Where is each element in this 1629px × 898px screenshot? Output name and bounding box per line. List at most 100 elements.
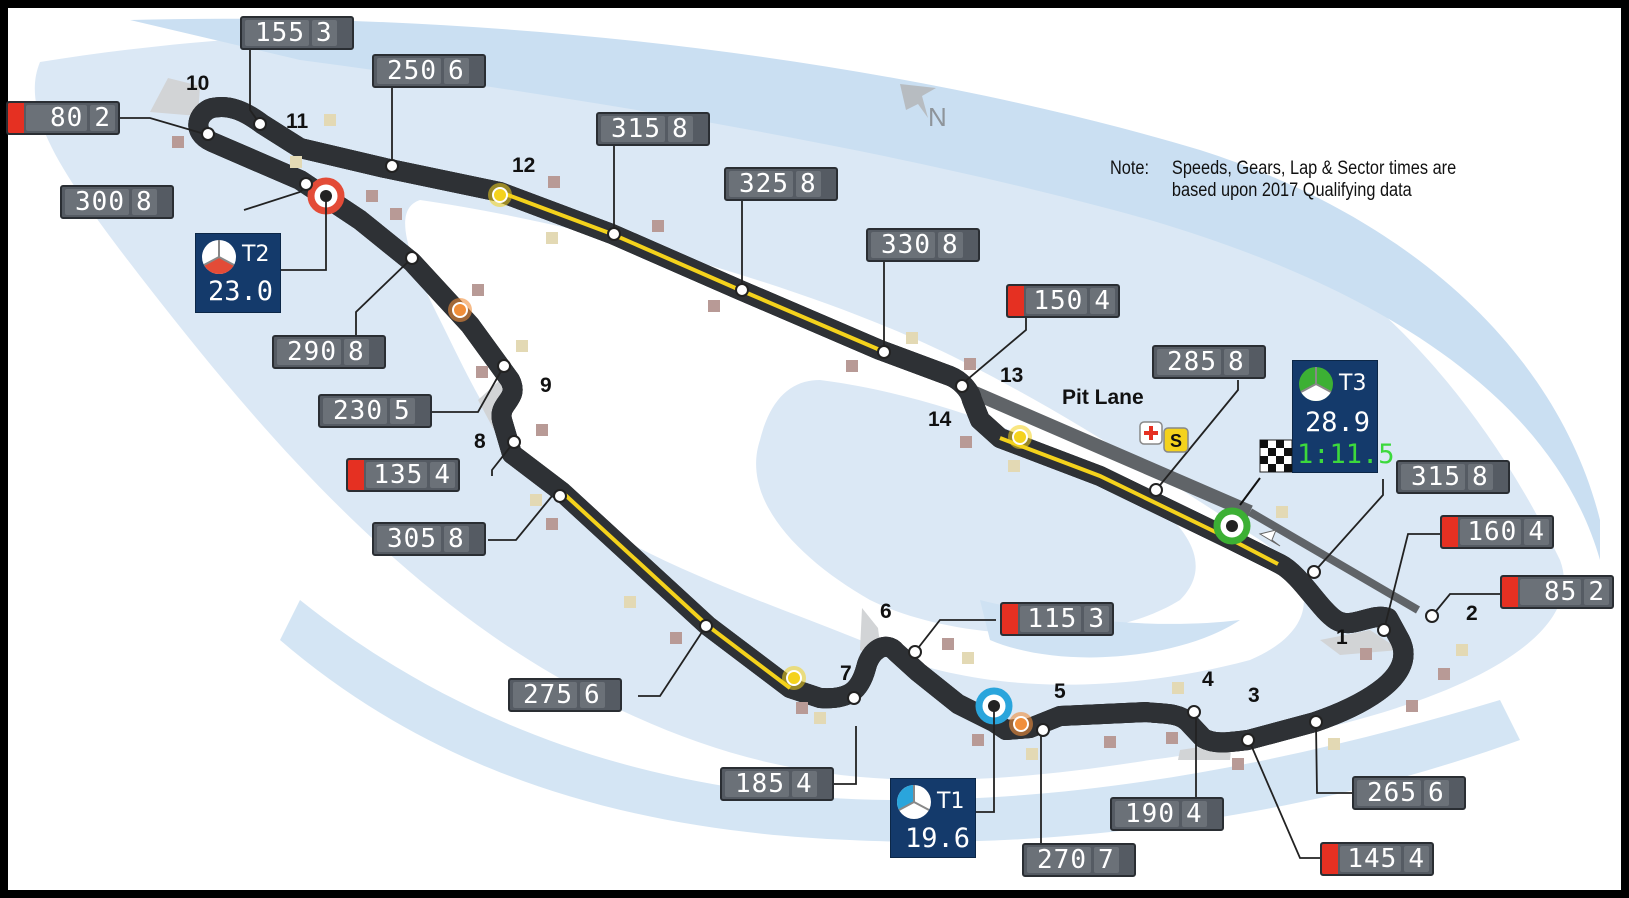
- speed-value: 300: [65, 189, 129, 215]
- speed-value: 330: [871, 232, 935, 258]
- braking-zone-indicator: [1008, 286, 1024, 316]
- speed-value: 85: [1520, 579, 1582, 605]
- pit-lane: [965, 383, 1253, 519]
- turn-2-label: 2: [1466, 602, 1478, 625]
- turn-5-label: 5: [1054, 680, 1066, 703]
- gear-value: 7: [1094, 847, 1119, 873]
- gear-value: 8: [668, 116, 693, 142]
- safety-car-icon: S: [1163, 427, 1189, 453]
- gear-value: 4: [792, 771, 817, 797]
- speed-value: 250: [377, 58, 441, 84]
- note-text-line2: based upon 2017 Qualifying data: [1171, 180, 1412, 201]
- turn-11-label: 11: [286, 110, 309, 133]
- turn-1-label: 1: [1336, 626, 1348, 649]
- gear-value: 2: [90, 105, 115, 131]
- sector-2-label: T2: [242, 242, 270, 267]
- gear-value: 8: [796, 171, 821, 197]
- turn-numbers: 1 2 3 4 5 6 7 8 9 10 11 12 13 14: [186, 72, 1478, 707]
- sector-1-time: 19.6: [905, 823, 971, 854]
- braking-zone-indicator: [1442, 517, 1458, 547]
- turn-8-label: 8: [474, 430, 486, 453]
- braking-zone-indicator: [1502, 577, 1518, 607]
- drs-markers: [448, 183, 1033, 736]
- gear-value: 8: [132, 189, 157, 215]
- race-direction-arrow: [1258, 529, 1281, 547]
- gear-value: 4: [430, 462, 455, 488]
- speed-value: 230: [323, 398, 387, 424]
- speed-value: 270: [1027, 847, 1091, 873]
- gear-value: 4: [1090, 288, 1115, 314]
- speed-value: 115: [1020, 606, 1082, 632]
- braking-zone-indicator: [1322, 844, 1338, 874]
- turn-13-label: 13: [1000, 364, 1023, 387]
- gear-value: 8: [344, 339, 369, 365]
- safety-car-letter: S: [1170, 431, 1182, 451]
- speed-value: 315: [601, 116, 665, 142]
- turn-4-label: 4: [1202, 668, 1214, 691]
- gear-value: 4: [1182, 801, 1207, 827]
- turn-7-label: 7: [840, 662, 852, 685]
- speed-value: 135: [366, 462, 428, 488]
- turn-10-label: 10: [186, 72, 209, 95]
- north-label: N: [928, 102, 947, 132]
- sector-2-box: T2 23.0: [195, 233, 281, 313]
- gear-value: 6: [580, 682, 605, 708]
- turn-6-label: 6: [880, 600, 892, 623]
- gear-value: 2: [1584, 579, 1609, 605]
- inner-lake: [756, 380, 1196, 634]
- speed-value: 275: [513, 682, 577, 708]
- speed-value: 80: [26, 105, 88, 131]
- gear-value: 8: [1224, 349, 1249, 375]
- turn-9-label: 9: [540, 374, 552, 397]
- speed-value: 190: [1115, 801, 1179, 827]
- pit-lane-label: Pit Lane: [1062, 386, 1144, 409]
- speed-value: 145: [1340, 846, 1402, 872]
- speed-trap-points: [201, 117, 1439, 747]
- note-text-line1: Speeds, Gears, Lap & Sector times are: [1171, 158, 1457, 179]
- speed-value: 305: [377, 526, 441, 552]
- speed-value: 265: [1357, 780, 1421, 806]
- sector-2-time: 23.0: [208, 276, 274, 307]
- gear-value: 5: [390, 398, 415, 424]
- lap-time: 1:11.5: [1297, 439, 1395, 470]
- steering-wheel-icon: [1299, 367, 1333, 401]
- gear-value: 3: [1084, 606, 1109, 632]
- steering-wheel-icon: [897, 785, 931, 819]
- speed-value: 325: [729, 171, 793, 197]
- speed-value: 290: [277, 339, 341, 365]
- speed-value: 150: [1026, 288, 1088, 314]
- gear-value: 8: [1468, 464, 1493, 490]
- sector-3-time: 28.9: [1305, 407, 1371, 438]
- sector-3-box: T3 28.9 1:11.5: [1292, 360, 1395, 473]
- speed-value: 285: [1157, 349, 1221, 375]
- gear-value: 4: [1524, 519, 1549, 545]
- speed-value: 155: [245, 20, 309, 46]
- gear-value: 8: [938, 232, 963, 258]
- gear-value: 8: [444, 526, 469, 552]
- speed-value: 315: [1401, 464, 1465, 490]
- note-label: Note:: [1110, 158, 1150, 179]
- north-arrow-icon: N: [900, 84, 947, 132]
- sector-3-label: T3: [1339, 371, 1367, 396]
- gear-value: 3: [312, 20, 337, 46]
- turn-12-label: 12: [512, 154, 535, 177]
- turn-3-label: 3: [1248, 684, 1260, 707]
